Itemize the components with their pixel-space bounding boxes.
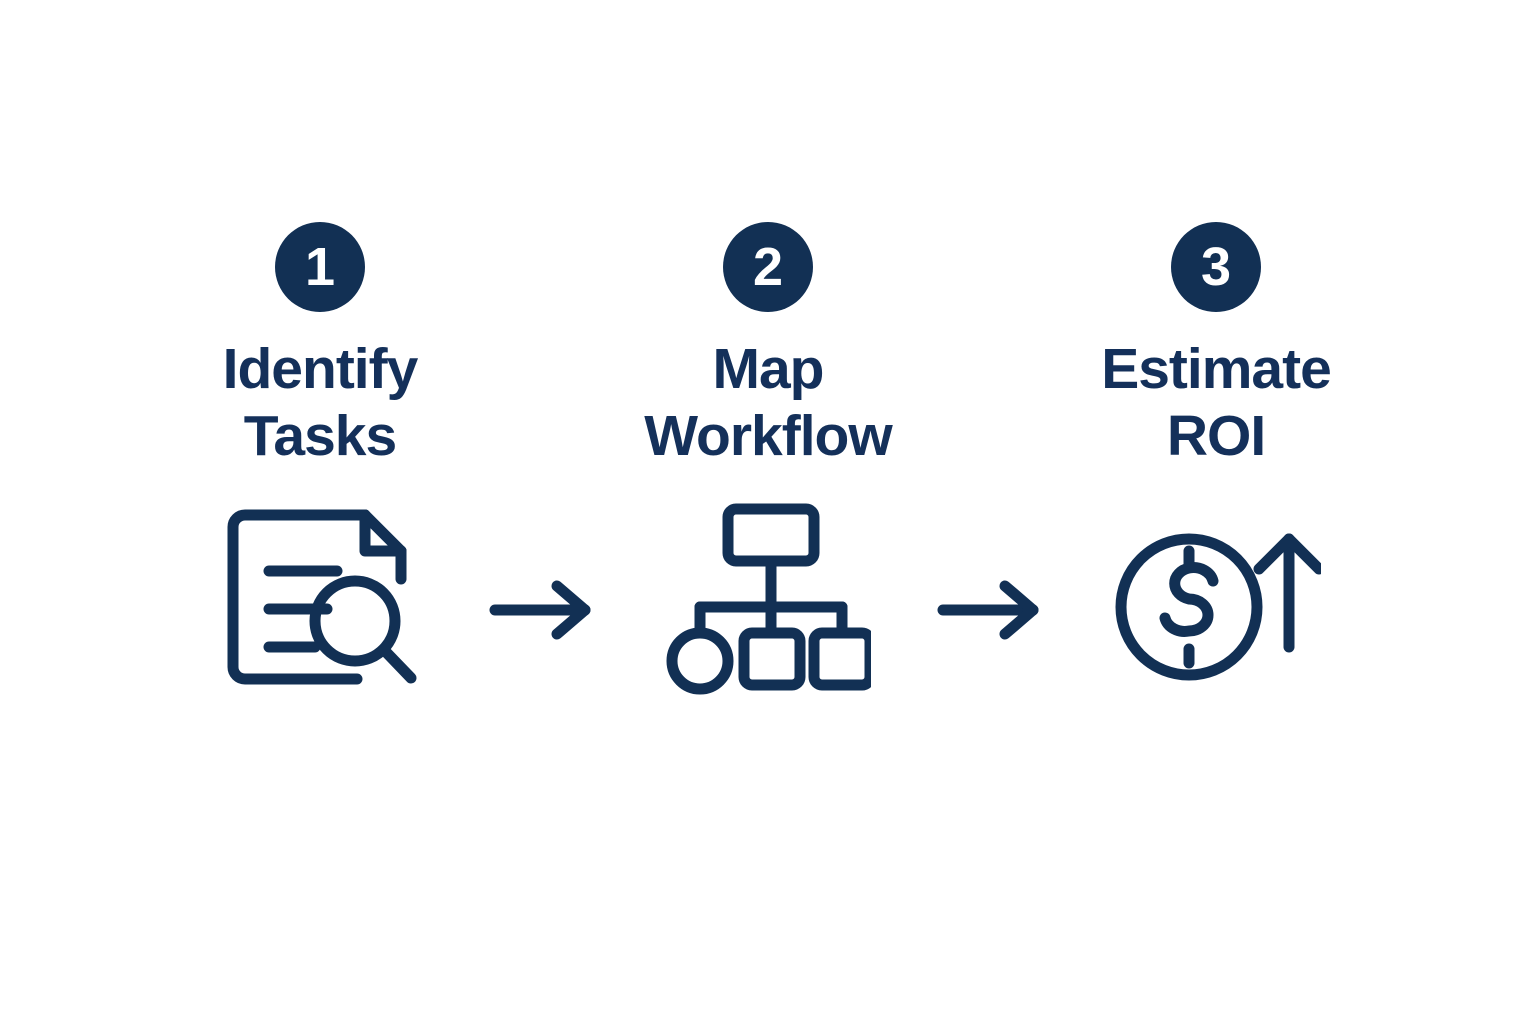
step-2-title: Map Workflow: [644, 337, 892, 468]
step-3: 3 Estimate ROI: [1066, 190, 1366, 697]
step-3-number-badge: 3: [1171, 222, 1261, 312]
connector-arrow-1: [470, 190, 618, 640]
dollar-growth-icon: [1111, 497, 1321, 697]
step-1: 1 Identify Tasks: [170, 190, 470, 697]
connector-arrow-2: [918, 190, 1066, 640]
step-2-number-badge: 2: [723, 222, 813, 312]
step-2: 2 Map Workflow: [618, 190, 918, 697]
process-steps-row: 1 Identify Tasks: [0, 190, 1536, 697]
step-1-title: Identify Tasks: [222, 337, 419, 468]
workflow-hierarchy-icon: [666, 497, 871, 697]
step-1-number-badge: 1: [275, 222, 365, 312]
document-magnifier-icon: [215, 497, 425, 697]
step-3-title: Estimate ROI: [1101, 337, 1332, 468]
